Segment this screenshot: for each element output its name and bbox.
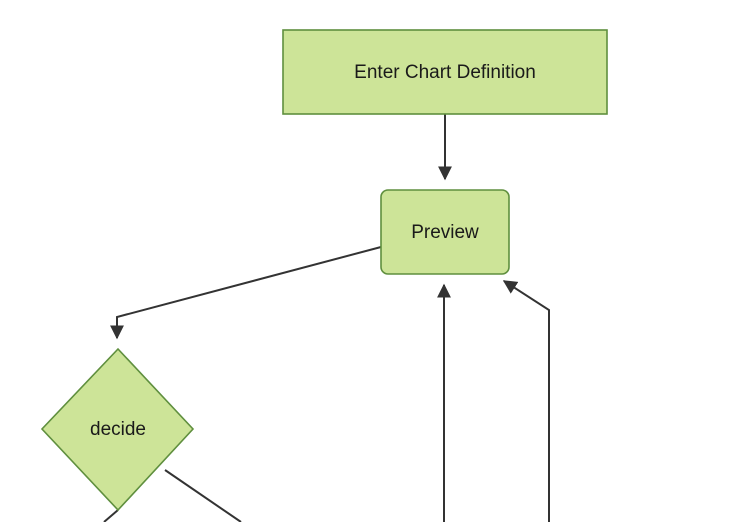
node-preview[interactable]: Preview [380, 189, 510, 275]
edge-decide-to-offscreen-below-left [103, 509, 119, 522]
edges-layer [103, 114, 550, 522]
node-enter-chart-definition[interactable]: Enter Chart Definition [282, 29, 608, 115]
node-preview-shape[interactable] [380, 189, 510, 275]
nodes-layer: Enter Chart Definition Preview decide [40, 29, 608, 512]
node-enter-chart-definition-shape[interactable] [282, 29, 608, 115]
node-decide[interactable]: decide [40, 347, 195, 512]
edge-decide-to-offscreen-below-right [164, 469, 242, 522]
edge-offscreen-below-right-to-preview [502, 280, 550, 522]
edge-preview-to-decide [110, 246, 382, 340]
node-decide-shape[interactable] [40, 347, 195, 512]
